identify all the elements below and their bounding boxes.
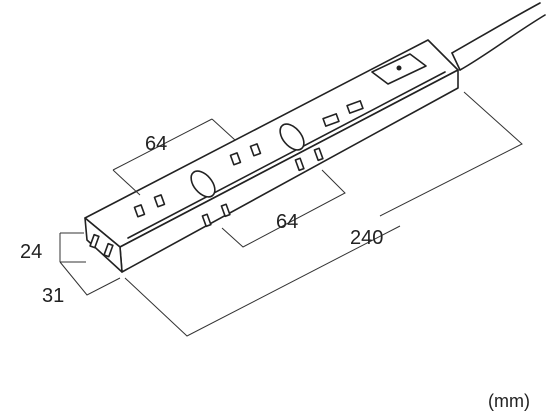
cable-line-bottom	[459, 14, 546, 71]
outlet-1-slot-right	[153, 194, 166, 208]
outlet-2-slot-left	[229, 152, 242, 166]
outlet-3-slot-right	[346, 100, 364, 114]
cable-end	[451, 52, 461, 71]
outlet-2-slot-right	[249, 143, 262, 157]
side-outlet-1-slot-left	[201, 213, 212, 228]
switch-indicator	[396, 65, 402, 71]
outlet-3-ground-hole	[279, 123, 305, 151]
strip-end-face	[84, 217, 123, 273]
outlet-2-ground-hole	[190, 170, 216, 198]
end-outlet-slot-left	[89, 233, 100, 249]
outlet-1-slot-left	[133, 204, 146, 218]
dim-height-label: 24	[20, 241, 42, 263]
dim-top-spacing-line	[112, 118, 213, 171]
unit-label: (mm)	[488, 391, 530, 411]
dim-top-spacing-label: 64	[145, 133, 167, 155]
strip-front-side	[119, 69, 459, 273]
dim-length-line-b	[379, 91, 523, 217]
dim-width-line	[59, 261, 121, 296]
dim-top-spacing-ext-left	[112, 169, 141, 196]
side-outlet-2-slot-right	[313, 147, 324, 162]
end-outlet-slot-right	[103, 242, 114, 258]
dim-top-spacing-ext-right	[211, 118, 236, 141]
side-outlet-2-slot-left	[294, 157, 305, 172]
dim-width-label: 31	[42, 285, 64, 307]
dim-side-spacing-line	[221, 169, 346, 248]
cable-line-top	[451, 2, 541, 54]
side-outlet-1-slot-right	[220, 203, 231, 218]
dim-side-spacing-label: 64	[276, 211, 298, 233]
outlet-3-slot-left	[322, 113, 340, 127]
strip-bevel-edge	[127, 71, 446, 239]
dim-length-line-a	[124, 225, 401, 337]
dim-length-label: 240	[350, 227, 383, 249]
